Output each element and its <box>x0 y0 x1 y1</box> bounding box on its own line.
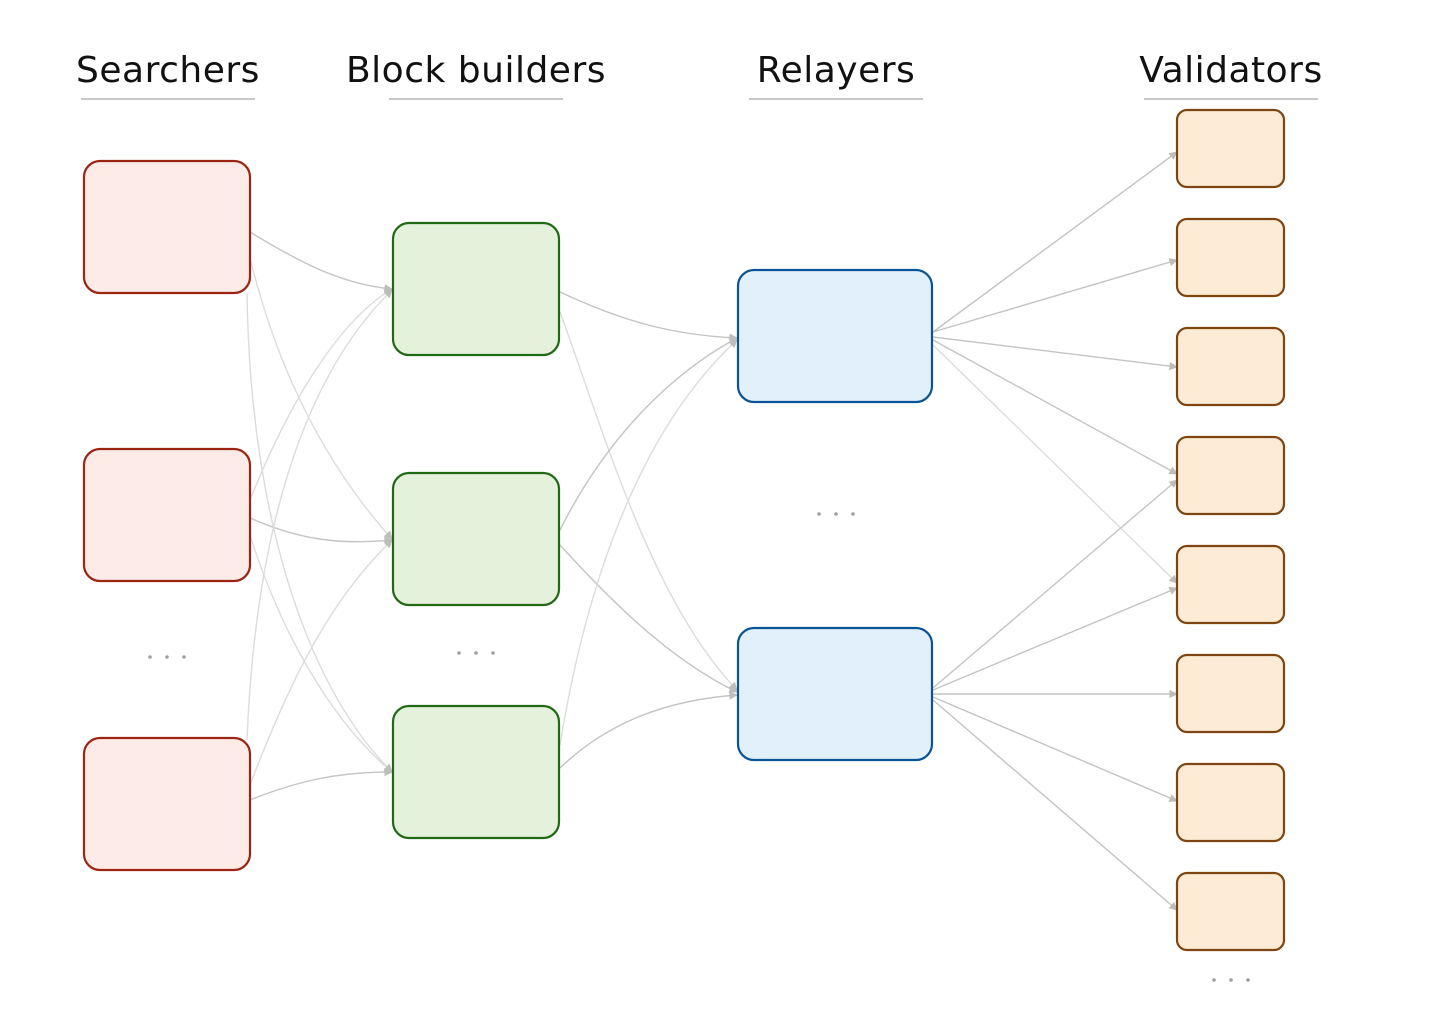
edges-searchers-to-builders <box>246 231 393 801</box>
edge-searcher1-builder3 <box>246 292 393 773</box>
edge-searcher3-builder3 <box>249 767 393 801</box>
edge-searcher1-builder2 <box>249 257 393 540</box>
validators-column <box>1175 108 1286 982</box>
edges-relayers-to-validators <box>932 151 1178 911</box>
edge-relayer1-validator2 <box>932 258 1178 333</box>
edge-searcher2-builder3 <box>249 534 393 773</box>
relayer-node <box>736 626 934 762</box>
edge-searcher3-builder1 <box>246 289 393 741</box>
block-builder-node <box>391 221 561 357</box>
validator-node <box>1175 217 1286 298</box>
column-title-block-builders: Block builders <box>346 50 606 91</box>
edge-relayer1-validator3 <box>932 336 1178 371</box>
edge-relayer2-validator7 <box>932 696 1178 802</box>
validator-node <box>1175 435 1286 516</box>
relayer-node <box>736 268 934 404</box>
edge-builder2-relayer2 <box>559 544 738 693</box>
edge-searcher1-builder1 <box>249 231 393 293</box>
validator-node <box>1175 653 1286 734</box>
searcher-node <box>82 447 252 583</box>
validator-node <box>1175 326 1286 407</box>
validator-node <box>1175 871 1286 952</box>
validator-node <box>1175 108 1286 189</box>
validator-node <box>1175 544 1286 625</box>
edge-searcher2-builder2 <box>249 517 393 545</box>
edge-relayer2-validator4 <box>932 479 1178 689</box>
block-builders-ellipsis <box>457 651 495 655</box>
block-builder-node <box>391 704 561 840</box>
edges-builders-to-relayers <box>559 291 738 769</box>
column-title-relayers: Relayers <box>757 50 916 91</box>
edge-builder1-relayer1 <box>559 291 738 342</box>
block-builder-node <box>391 471 561 607</box>
edge-builder2-relayer1 <box>559 337 738 531</box>
validator-node <box>1175 762 1286 843</box>
edge-relayer1-validator4 <box>932 339 1178 475</box>
searcher-node <box>82 159 252 295</box>
edge-searcher2-builder1 <box>249 288 393 501</box>
searchers-ellipsis <box>148 655 186 659</box>
edge-searcher3-builder2 <box>249 539 393 786</box>
searcher-node <box>82 736 252 872</box>
searchers-column <box>82 159 252 872</box>
edge-builder3-relayer2 <box>559 691 738 769</box>
column-title-searchers: Searchers <box>76 50 260 91</box>
edge-builder3-relayer1 <box>559 339 738 746</box>
block-builders-column <box>391 221 561 840</box>
validators-ellipsis <box>1212 978 1250 982</box>
edge-relayer1-validator1 <box>932 151 1178 333</box>
relayers-ellipsis <box>817 512 855 516</box>
edge-builder1-relayer2 <box>559 311 738 691</box>
edge-relayer2-validator5 <box>932 587 1178 691</box>
relayers-column <box>736 268 934 762</box>
edge-relayer2-validator8 <box>932 699 1178 911</box>
column-title-validators: Validators <box>1139 50 1323 91</box>
edge-relayer1-validator5 <box>932 344 1178 584</box>
